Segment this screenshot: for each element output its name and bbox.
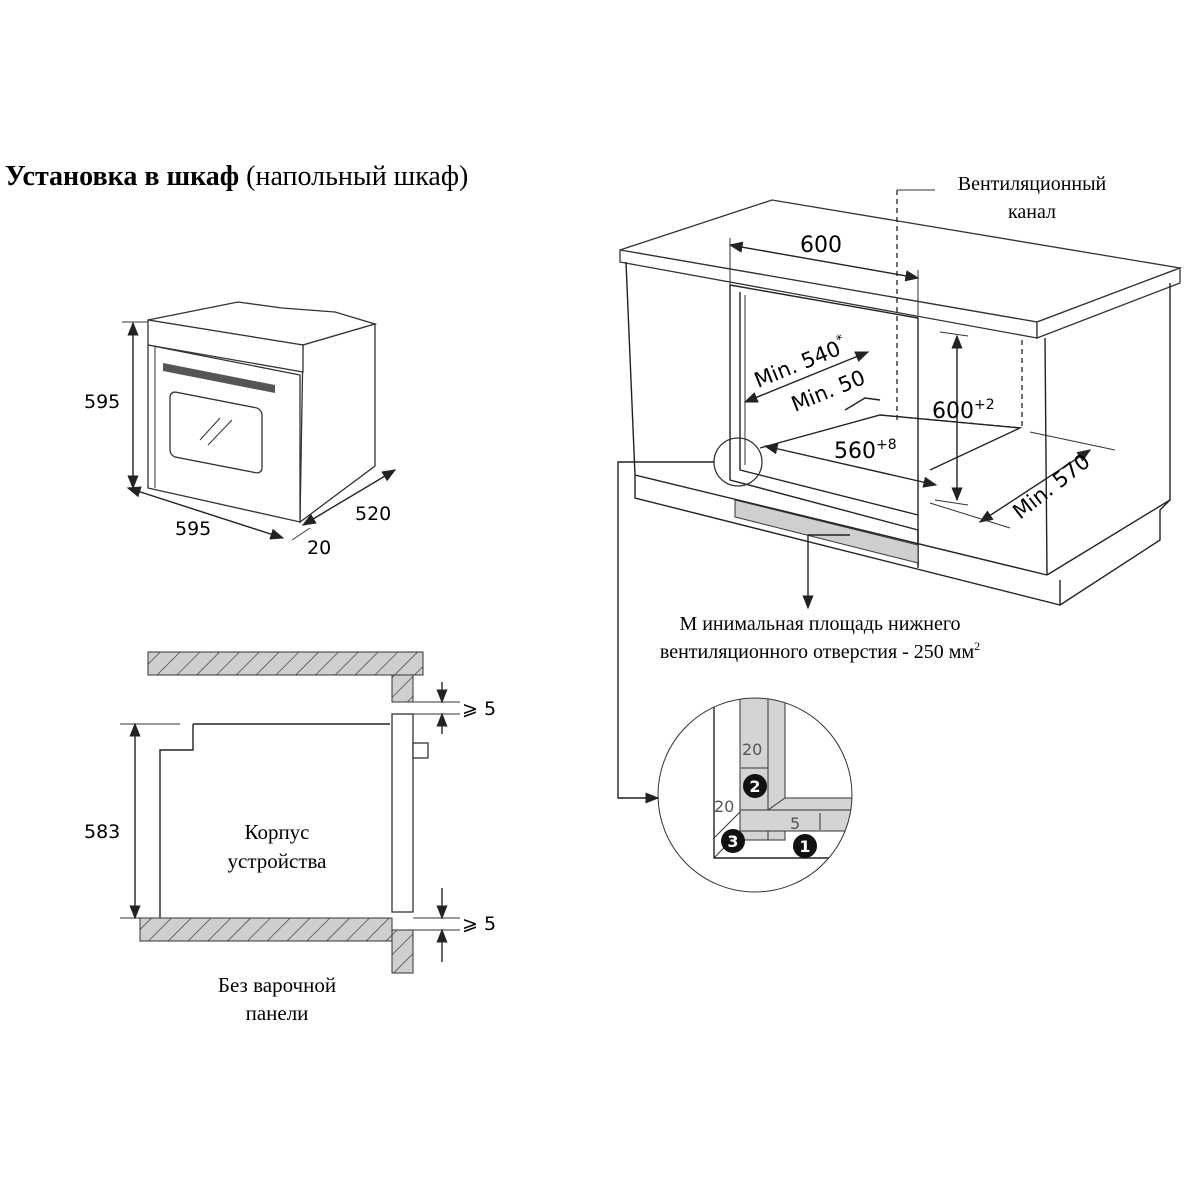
- caption-1: Без варочной: [218, 973, 336, 997]
- marker-3: 3: [727, 832, 738, 851]
- width-600-label: 600: [800, 233, 842, 258]
- width-560-label: 560+8: [834, 437, 897, 464]
- body-label-2: устройства: [228, 849, 328, 873]
- body-label-1: Корпус: [244, 820, 309, 844]
- oven-depth-label: 520: [355, 503, 391, 525]
- height-600-label: 600+2: [932, 397, 995, 424]
- door-handle: [163, 363, 275, 393]
- vent-note-2: вентиляционного отверстия - 250 мм2: [660, 639, 980, 663]
- oven-door-section: [391, 713, 414, 913]
- caption-2: панели: [246, 1001, 309, 1025]
- oven-width-label: 595: [175, 518, 211, 540]
- min-570-label: Min. 570: [1008, 449, 1094, 524]
- oven-perspective: [122, 301, 397, 541]
- oven-door-label: 20: [307, 537, 331, 559]
- vent-note-1: М инимальная площадь нижнего: [679, 613, 960, 635]
- magnifier-circle: [713, 437, 763, 487]
- cabinet-perspective: [617, 189, 1183, 804]
- title-bold: Установка в шкаф: [5, 161, 239, 192]
- floor-shelf-section: [139, 917, 393, 942]
- vent-channel-label-1: Вентиляционный: [958, 173, 1107, 195]
- detail-dim-20-top: 20: [742, 740, 762, 759]
- title-normal: (напольный шкаф): [239, 161, 468, 192]
- door-window: [169, 391, 263, 474]
- bottom-vent-opening: [734, 499, 919, 564]
- detail-dim-20-side: 20: [714, 797, 734, 816]
- detail-zoom: [657, 697, 853, 893]
- detail-dim-5: 5: [790, 814, 800, 833]
- bottom-gap-label: ⩾ 5: [462, 913, 496, 935]
- countertop-section: [147, 651, 424, 676]
- page-title: Установка в шкаф (напольный шкаф): [5, 161, 468, 192]
- top-gap-label: ⩾ 5: [462, 698, 496, 720]
- oven-height-label: 595: [84, 391, 120, 413]
- marker-2: 2: [749, 777, 760, 796]
- vent-channel-label-2: канал: [1008, 201, 1056, 223]
- section-height-label: 583: [84, 821, 120, 843]
- marker-1: 1: [799, 837, 810, 856]
- section-drawing: [120, 651, 460, 974]
